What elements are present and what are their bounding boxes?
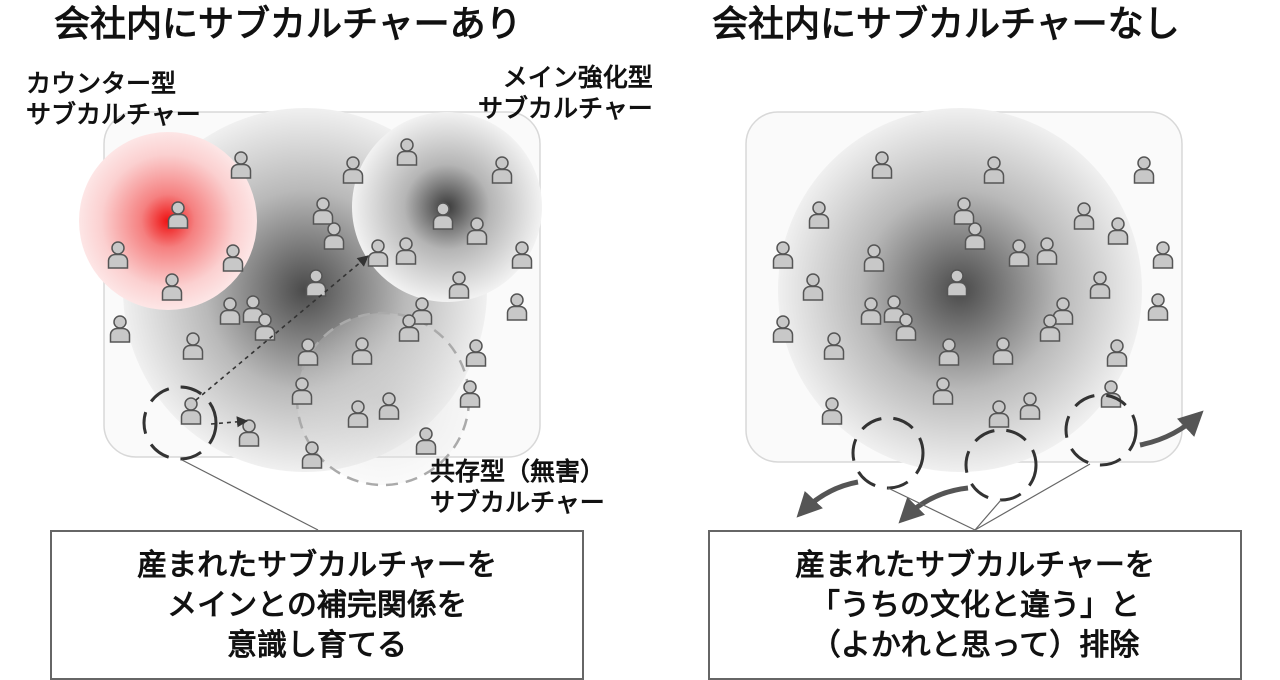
arrow-to-main-reinforce (195, 255, 369, 401)
label-main-reinforce-subculture: メイン強化型 サブカルチャー (478, 63, 653, 124)
label-coexist-subculture: 共存型（無害） サブカルチャー (430, 457, 606, 518)
eject-arrow-1 (796, 479, 859, 518)
callout-line-right-1 (887, 487, 976, 531)
caption-right: 産まれたサブカルチャーを 「うちの文化と違う」と （よかれと思って）排除 (795, 548, 1155, 663)
eject-arrow-3 (1139, 410, 1204, 448)
new-subculture-circle-left (142, 385, 218, 461)
caption-left: 産まれたサブカルチャーを メインとの補完関係を 意識し育てる (137, 548, 497, 663)
callout-line-right-3 (974, 463, 1091, 531)
caption-box-left: 産まれたサブカルチャーを メインとの補完関係を 意識し育てる (50, 530, 584, 680)
caption-box-right: 産まれたサブカルチャーを 「うちの文化と違う」と （よかれと思って）排除 (708, 530, 1242, 680)
excluded-subculture-circle-3 (1064, 393, 1138, 467)
callout-line-right-2 (974, 499, 1002, 531)
eject-arrow-2 (898, 485, 969, 524)
arrow-to-coexist (210, 416, 249, 428)
title-left: 会社内にサブカルチャーあり (54, 4, 522, 45)
title-right: 会社内にサブカルチャーなし (712, 4, 1180, 45)
label-counter-subculture: カウンター型 サブカルチャー (26, 69, 201, 130)
callout-line-left (181, 459, 319, 531)
